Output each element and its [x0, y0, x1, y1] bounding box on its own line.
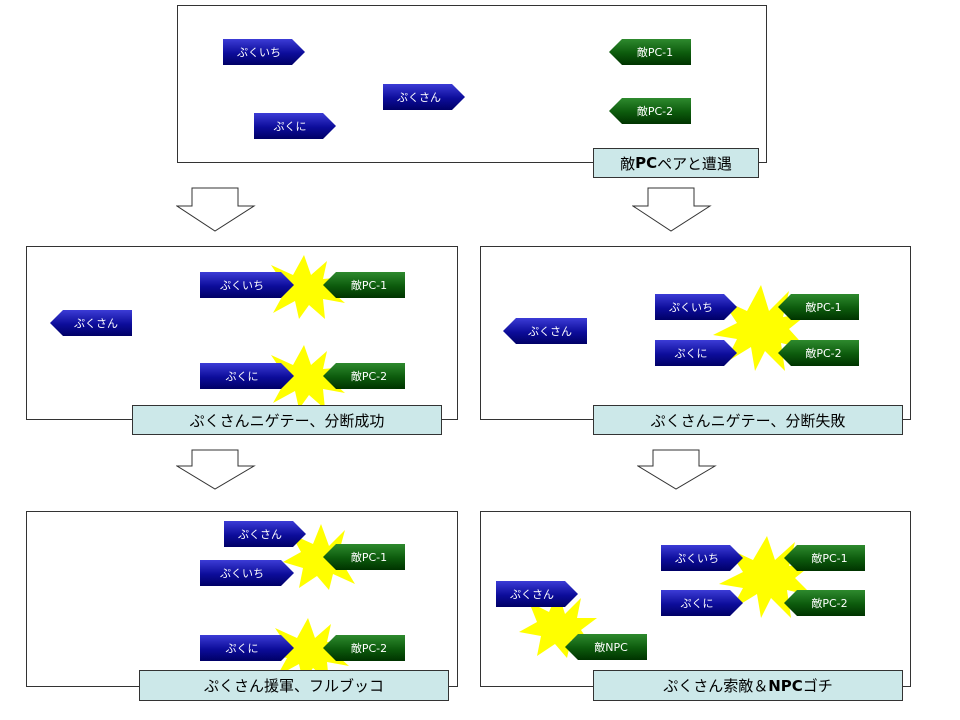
scenario-panel-full-attack: ぷくさん ぷくいち 敵PC-1 ぷくに 敵PC-2: [26, 511, 458, 687]
caption-split-success: ぷくさんニゲテー、分断成功: [132, 405, 442, 435]
unit-pukusan: ぷくさん: [503, 318, 587, 344]
caption-npc-hunt-pre: ぷくさん索敵＆: [663, 677, 769, 695]
unit-pukusan: ぷくさん: [224, 521, 306, 547]
unit-enemy-pc-1: 敵PC-1: [609, 39, 691, 65]
unit-enemy-pc-1: 敵PC-1: [784, 545, 865, 571]
clash-burst-icon: [283, 524, 359, 590]
unit-pukuni: ぷくに: [655, 340, 737, 366]
unit-pukuichi: ぷくいち: [200, 272, 294, 298]
unit-enemy-pc-1: 敵PC-1: [323, 544, 405, 570]
scenario-panel-split-fail: ぷくさん ぷくいち ぷくに 敵PC-1 敵PC-2: [480, 246, 911, 420]
down-arrow-icon: [176, 187, 256, 232]
scenario-panel-encounter: ぷくいち ぷくさん ぷくに 敵PC-1 敵PC-2: [177, 5, 767, 163]
caption-split-fail: ぷくさんニゲテー、分断失敗: [593, 405, 903, 435]
unit-enemy-pc-1: 敵PC-1: [778, 294, 859, 320]
clash-burst-icon: [261, 255, 347, 319]
unit-pukusan: ぷくさん: [383, 84, 465, 110]
unit-enemy-pc-2: 敵PC-2: [609, 98, 691, 124]
clash-burst-icon: [261, 345, 347, 409]
down-arrow-icon: [176, 449, 256, 490]
unit-enemy-npc: 敵NPC: [565, 634, 647, 660]
caption-encounter-pre: 敵: [620, 154, 636, 173]
caption-npc-hunt-bold: NPC: [768, 676, 803, 695]
unit-enemy-pc-2: 敵PC-2: [784, 590, 865, 616]
unit-pukuni: ぷくに: [661, 590, 743, 616]
unit-pukuichi: ぷくいち: [223, 39, 305, 65]
unit-enemy-pc-2: 敵PC-2: [778, 340, 859, 366]
scenario-panel-npc-hunt: ぷくいち ぷくに 敵PC-1 敵PC-2 ぷくさん 敵NPC: [480, 511, 911, 687]
unit-pukuni: ぷくに: [200, 363, 294, 389]
unit-pukusan: ぷくさん: [496, 581, 578, 607]
unit-pukuichi: ぷくいち: [200, 560, 294, 586]
caption-encounter-bold: PC: [635, 154, 658, 172]
unit-enemy-pc-1: 敵PC-1: [323, 272, 405, 298]
caption-full-attack: ぷくさん援軍、フルブッコ: [139, 670, 449, 701]
caption-npc-hunt-post: ゴチ: [802, 677, 833, 695]
unit-enemy-pc-2: 敵PC-2: [323, 635, 405, 661]
down-arrow-icon: [632, 187, 712, 232]
unit-pukuichi: ぷくいち: [661, 545, 743, 571]
clash-burst-icon: [265, 618, 351, 682]
unit-pukusan: ぷくさん: [50, 310, 132, 336]
down-arrow-icon: [637, 449, 717, 490]
scenario-panel-split-success: ぷくさん ぷくいち 敵PC-1 ぷくに 敵PC-2: [26, 246, 458, 420]
unit-enemy-pc-2: 敵PC-2: [323, 363, 405, 389]
unit-pukuichi: ぷくいち: [655, 294, 737, 320]
unit-pukuni: ぷくに: [254, 113, 336, 139]
unit-pukuni: ぷくに: [200, 635, 294, 661]
caption-encounter-post: ペアと遭遇: [657, 154, 732, 173]
